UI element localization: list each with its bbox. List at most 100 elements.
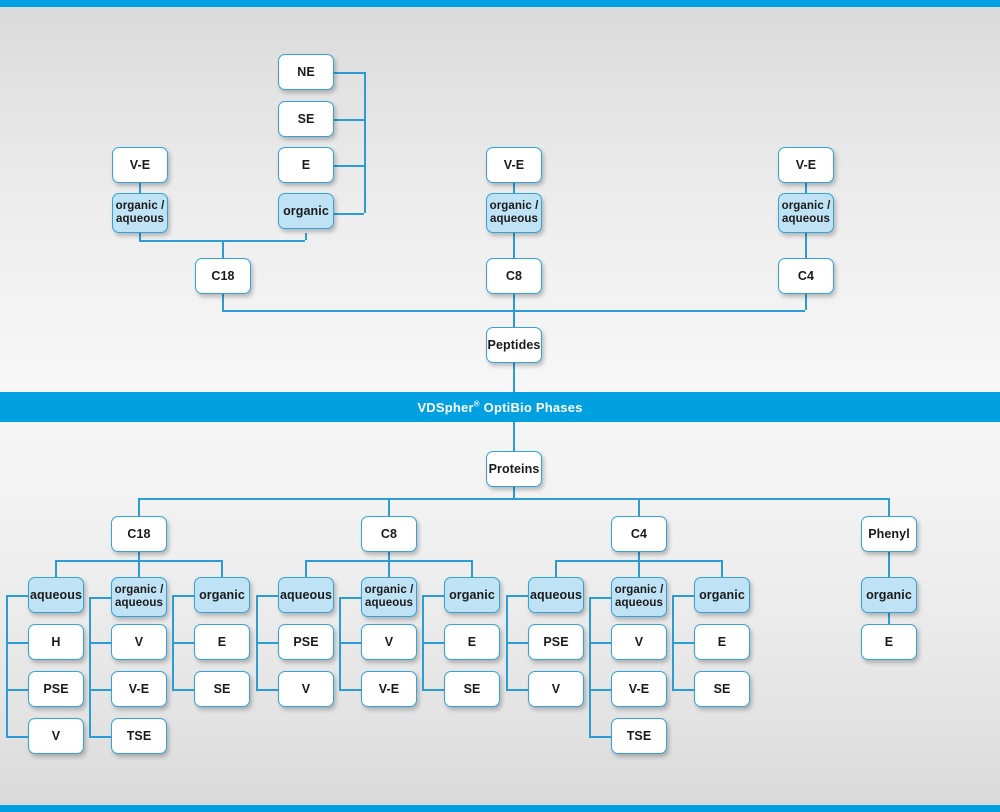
protein-leaf-p-c4-o-se[interactable]: SE xyxy=(694,671,750,707)
connector-p-c4-orgaq-bracket xyxy=(589,597,591,736)
peptide-modifier-c4-org-aq[interactable]: organic / aqueous xyxy=(778,193,834,233)
connector-p-c18-oa-ve xyxy=(89,689,111,691)
peptide-parent-c18-ve[interactable]: V-E xyxy=(112,147,168,183)
connector-p-c8-orgaq-join xyxy=(339,597,361,599)
protein-group-p-c4-aqueous[interactable]: aqueous xyxy=(528,577,584,613)
connector-p-c18-aqueous-join xyxy=(6,595,28,597)
protein-leaf-p-c4-aq-v[interactable]: V xyxy=(528,671,584,707)
connector-c8-org-aq-down xyxy=(513,233,515,240)
connector-peptides-stem xyxy=(513,310,515,327)
connector-p-c8-organic-bracket xyxy=(422,595,424,689)
bus-proteins xyxy=(138,498,888,500)
connector-p-c18-aqueous-bracket xyxy=(6,595,8,736)
protein-leaf-p-c18-oa-tse[interactable]: TSE xyxy=(111,718,167,754)
connector-peptides-0 xyxy=(222,294,224,310)
connector-p-c18-oa-tse xyxy=(89,736,111,738)
connector-p-c4-aq-v xyxy=(506,689,528,691)
protein-leaf-p-c18-aq-pse[interactable]: PSE xyxy=(28,671,84,707)
connector-c18-stem xyxy=(222,240,224,258)
protein-leaf-p-c18-aq-h[interactable]: H xyxy=(28,624,84,660)
connector-p-phenyl-drop xyxy=(888,498,890,516)
connector-p-c4-organic-bracket xyxy=(672,595,674,689)
connector-peptides-2 xyxy=(805,294,807,310)
connector-p-c4-organic-join xyxy=(672,595,694,597)
protein-leaf-p-c18-oa-ve[interactable]: V-E xyxy=(111,671,167,707)
connector-p-c8-aqueous-join xyxy=(256,595,278,597)
connector-p-c8-drop xyxy=(388,498,390,516)
protein-leaf-p-c8-oa-ve[interactable]: V-E xyxy=(361,671,417,707)
protein-group-p-c8-aqueous[interactable]: aqueous xyxy=(278,577,334,613)
protein-column-p-c8[interactable]: C8 xyxy=(361,516,417,552)
protein-leaf-p-c18-oa-v[interactable]: V xyxy=(111,624,167,660)
connector-p-c4-stem xyxy=(638,552,640,560)
connector-p-c4-aqueous-drop xyxy=(555,560,557,577)
protein-column-p-c4[interactable]: C4 xyxy=(611,516,667,552)
protein-leaf-p-c8-aq-v[interactable]: V xyxy=(278,671,334,707)
protein-leaf-p-c18-aq-v[interactable]: V xyxy=(28,718,84,754)
connector-p-c8-organic-join xyxy=(422,595,444,597)
protein-leaf-p-c8-aq-pse[interactable]: PSE xyxy=(278,624,334,660)
connector-p-c4-aq-pse xyxy=(506,642,528,644)
connector-p-phenyl-o-e xyxy=(888,613,890,624)
connector-p-c8-o-se xyxy=(422,689,444,691)
peptide-modifier-c18-org-aq[interactable]: organic / aqueous xyxy=(112,193,168,233)
proteins-root-node[interactable]: Proteins xyxy=(486,451,542,487)
banner-suffix: OptiBio Phases xyxy=(479,399,583,415)
peptide-parent-c4-ve[interactable]: V-E xyxy=(778,147,834,183)
connector-p-c18-aq-pse xyxy=(6,689,28,691)
peptide-modifier-c8-org-aq[interactable]: organic / aqueous xyxy=(486,193,542,233)
connector-p-c8-orgaq-bracket xyxy=(339,597,341,689)
connector-p-c4-o-e xyxy=(672,642,694,644)
peptide-column-c8[interactable]: C8 xyxy=(486,258,542,294)
peptides-root-node[interactable]: Peptides xyxy=(486,327,542,363)
connector-p-c4-oa-tse xyxy=(589,736,611,738)
protein-group-p-c18-aqueous[interactable]: aqueous xyxy=(28,577,84,613)
protein-leaf-p-c18-o-se[interactable]: SE xyxy=(194,671,250,707)
protein-leaf-p-c4-oa-tse[interactable]: TSE xyxy=(611,718,667,754)
connector-p-c18-drop xyxy=(138,498,140,516)
connector-p-c18-orgaq-join xyxy=(89,597,111,599)
protein-leaf-p-c4-oa-v[interactable]: V xyxy=(611,624,667,660)
connector-p-c4-organic-drop xyxy=(721,560,723,577)
protein-group-p-c8-organic[interactable]: organic xyxy=(444,577,500,613)
connector-c18-organic-down xyxy=(305,233,307,240)
banner-text: VDSpher® OptiBio Phases xyxy=(417,400,582,415)
peptide-parent-c18-se[interactable]: SE xyxy=(278,100,334,137)
protein-group-p-c8-orgaq[interactable]: organic / aqueous xyxy=(361,577,417,617)
connector-proteins-stem xyxy=(513,487,515,498)
protein-leaf-p-c4-oa-ve[interactable]: V-E xyxy=(611,671,667,707)
connector-p-c8-organic-drop xyxy=(471,560,473,577)
connector-p-c4-oa-v xyxy=(589,642,611,644)
peptide-column-c4[interactable]: C4 xyxy=(778,258,834,294)
protein-group-p-phenyl-organic[interactable]: organic xyxy=(861,577,917,613)
peptide-parent-c8-ve[interactable]: V-E xyxy=(486,147,542,183)
peptide-column-c18[interactable]: C18 xyxy=(195,258,251,294)
connector-p-c8-aq-v xyxy=(256,689,278,691)
connector-p-c8-orgaq-drop xyxy=(388,560,390,577)
peptide-parent-c18-ne[interactable]: NE xyxy=(278,54,334,90)
protein-leaf-p-c8-oa-v[interactable]: V xyxy=(361,624,417,660)
connector-p-c4-aqueous-join xyxy=(506,595,528,597)
connector-p-c18-organic-drop xyxy=(221,560,223,577)
peptide-modifier-c18-organic[interactable]: organic xyxy=(278,193,334,229)
connector-p-c18-aq-h xyxy=(6,642,28,644)
protein-leaf-p-c4-o-e[interactable]: E xyxy=(694,624,750,660)
protein-leaf-p-c18-o-e[interactable]: E xyxy=(194,624,250,660)
connector-p-c18-orgaq-bracket xyxy=(89,597,91,736)
protein-leaf-p-c8-o-se[interactable]: SE xyxy=(444,671,500,707)
protein-group-p-c4-orgaq[interactable]: organic / aqueous xyxy=(611,577,667,617)
registered-mark-icon: ® xyxy=(473,399,480,409)
protein-column-p-c18[interactable]: C18 xyxy=(111,516,167,552)
protein-leaf-p-c4-aq-pse[interactable]: PSE xyxy=(528,624,584,660)
protein-leaf-p-c8-o-e[interactable]: E xyxy=(444,624,500,660)
protein-group-p-c4-organic[interactable]: organic xyxy=(694,577,750,613)
bottom-accent-bar xyxy=(0,805,1000,812)
protein-group-p-c18-organic[interactable]: organic xyxy=(194,577,250,613)
protein-leaf-p-phenyl-o-e[interactable]: E xyxy=(861,624,917,660)
connector-p-c8-aqueous-bracket xyxy=(256,595,258,689)
peptide-parent-c18-e[interactable]: E xyxy=(278,147,334,183)
protein-column-p-phenyl[interactable]: Phenyl xyxy=(861,516,917,552)
protein-group-p-c18-orgaq[interactable]: organic / aqueous xyxy=(111,577,167,617)
connector-p-c4-oa-ve xyxy=(589,689,611,691)
connector-p-c4-orgaq-join xyxy=(589,597,611,599)
